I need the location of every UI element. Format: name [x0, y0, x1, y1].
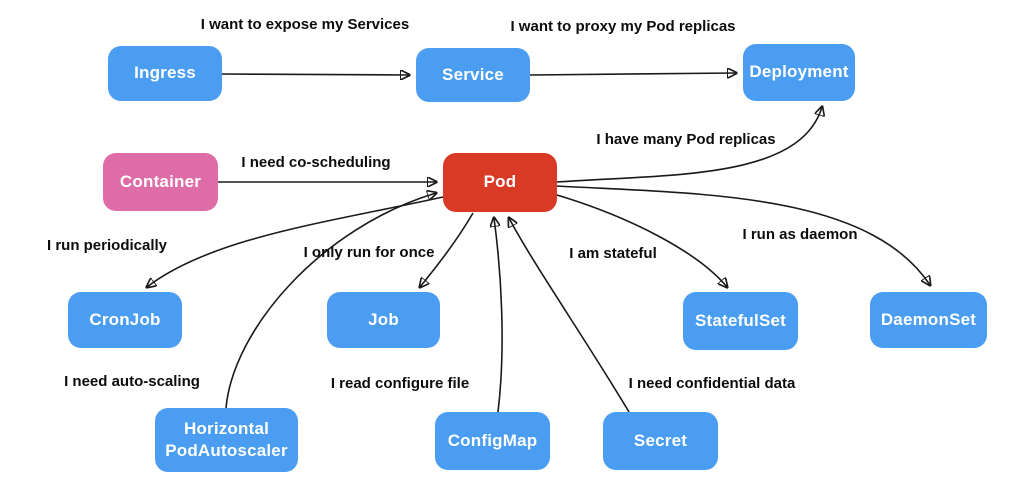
edge-pod-to-statefulset-arrow: [556, 194, 727, 287]
edge-configmap-to-pod-arrow: [494, 218, 503, 413]
node-statefulset: StatefulSet: [683, 292, 798, 350]
edge-label-pod-statefulset: I am stateful: [569, 245, 657, 262]
node-deployment: Deployment: [743, 44, 855, 101]
edge-label-pod-cronjob: I run periodically: [46, 237, 168, 254]
node-configmap: ConfigMap: [435, 412, 550, 470]
node-horizontal-pod-autoscaler: Horizontal PodAutoscaler: [155, 408, 298, 472]
edge-label-ingress-service: I want to expose my Services: [200, 16, 410, 33]
edge-pod-to-job-arrow: [420, 212, 474, 287]
node-ingress: Ingress: [108, 46, 222, 101]
node-job: Job: [327, 292, 440, 348]
edge-label-hpa-pod: I need auto-scaling: [64, 373, 200, 390]
edge-secret-to-pod-arrow: [509, 218, 630, 413]
edge-service-to-deployment-arrow: [529, 73, 736, 75]
node-cronjob: CronJob: [68, 292, 182, 348]
node-daemonset: DaemonSet: [870, 292, 987, 348]
edge-label-secret-pod: I need confidential data: [628, 375, 796, 392]
edge-ingress-to-service-arrow: [221, 74, 409, 75]
edge-label-pod-deployment: I have many Pod replicas: [596, 131, 776, 148]
edge-hpa-to-pod-arrow: [225, 193, 436, 409]
edge-label-configmap-pod: I read configure file: [330, 375, 470, 392]
edge-label-pod-job: I only run for once: [303, 244, 435, 261]
edge-label-pod-daemonset: I run as daemon: [742, 226, 858, 243]
node-container: Container: [103, 153, 218, 211]
edge-label-service-deployment: I want to proxy my Pod replicas: [510, 18, 736, 35]
node-secret: Secret: [603, 412, 718, 470]
edge-pod-to-deployment-arrow: [556, 107, 822, 183]
node-pod: Pod: [443, 153, 557, 212]
edge-pod-to-daemonset-arrow: [556, 185, 930, 285]
edge-label-container-pod: I need co-scheduling: [241, 154, 391, 171]
node-service: Service: [416, 48, 530, 102]
